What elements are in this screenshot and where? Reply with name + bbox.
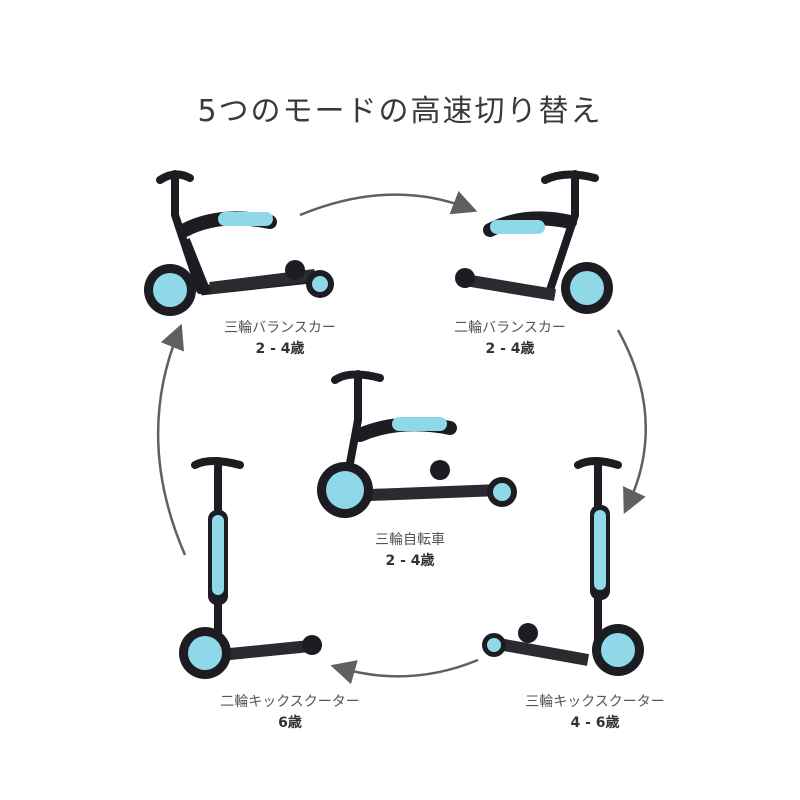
arrow-bottom <box>330 658 479 685</box>
tricycle-image <box>317 370 517 518</box>
mode-tricycle: 三輪自転車 2 - 4歳 <box>330 530 490 572</box>
mode-name: 三輪バランスカー <box>224 320 336 336</box>
mode-two-wheel-balance-car: 二輪バランスカー 2 - 4歳 <box>430 318 590 360</box>
mode-three-wheel-balance-car: 三輪バランスカー 2 - 4歳 <box>200 318 360 360</box>
mode-age: 4 - 6歳 <box>570 715 620 731</box>
mode-two-wheel-kick-scooter: 二輪キックスクーター 6歳 <box>195 692 385 734</box>
mode-age: 6歳 <box>278 715 302 731</box>
page-title: 5つのモードの高速切り替え <box>197 94 603 129</box>
two-wheel-kick-scooter-image <box>179 457 322 679</box>
mode-age: 2 - 4歳 <box>255 341 305 357</box>
three-wheel-kick-scooter-image <box>482 457 644 676</box>
mode-three-wheel-kick-scooter: 三輪キックスクーター 4 - 6歳 <box>495 692 695 734</box>
arrow-right <box>616 329 648 515</box>
arrow-top <box>299 190 478 217</box>
mode-name: 二輪バランスカー <box>454 320 566 336</box>
mode-age: 2 - 4歳 <box>385 553 435 569</box>
three-wheel-balance-car-image <box>144 170 334 316</box>
mode-name: 二輪キックスクーター <box>220 694 360 710</box>
arrow-left <box>156 323 187 556</box>
mode-age: 2 - 4歳 <box>485 341 535 357</box>
mode-name: 三輪キックスクーター <box>525 694 665 710</box>
two-wheel-balance-car-image <box>455 170 613 314</box>
mode-name: 三輪自転車 <box>375 532 445 548</box>
